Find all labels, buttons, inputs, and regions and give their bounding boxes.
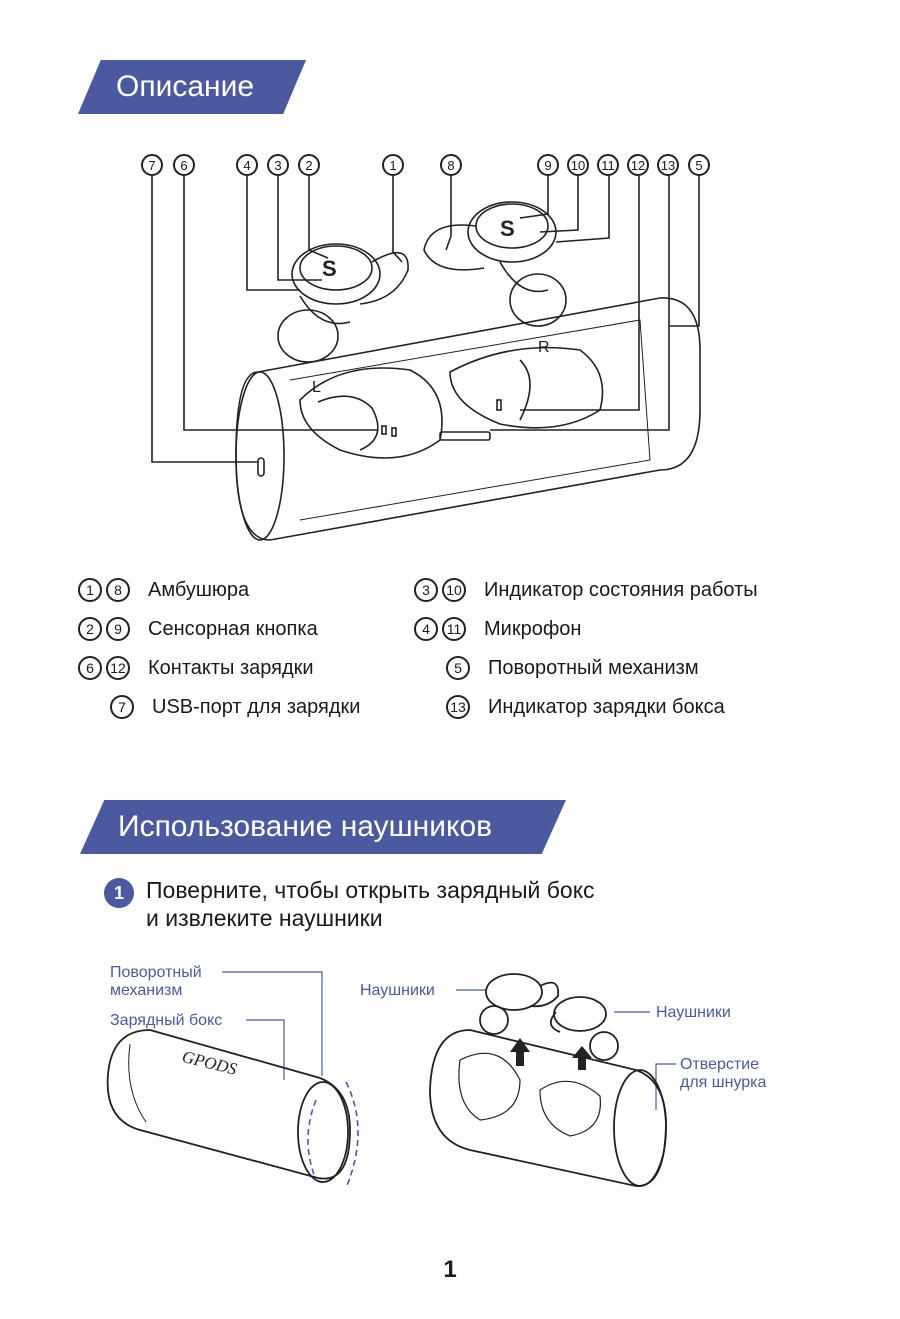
callout-rotation: Поворотный механизм	[110, 964, 202, 1000]
right-marker-label: R	[538, 339, 550, 356]
legend-item-status-indicator: 3 10 Индикатор состояния работы	[414, 578, 758, 602]
legend-item-case-charge-indicator: 13 Индикатор зарядки бокса	[446, 695, 725, 719]
legend-num: 1	[78, 578, 102, 602]
marker-6: 6	[173, 154, 195, 176]
page-number: 1	[443, 1256, 457, 1283]
legend-num: 13	[446, 695, 470, 719]
step-instruction: Поверните, чтобы открыть зарядный бокс и…	[146, 876, 595, 932]
callout-cord-line2: для шнурка	[680, 1074, 767, 1091]
legend-num: 12	[106, 656, 130, 680]
callout-charging-case: Зарядный бокс	[110, 1012, 223, 1029]
legend-num: 7	[110, 695, 134, 719]
earbud-logo-left: S	[322, 256, 337, 281]
usage-illustration: GPODS	[106, 971, 676, 1189]
legend-item-usb-port: 7 USB-порт для зарядки	[110, 695, 360, 719]
legend-item-microphone: 4 11 Микрофон	[414, 617, 581, 641]
step-1: 1 Поверните, чтобы открыть зарядный бокс…	[104, 876, 595, 932]
callout-rotation-line1: Поворотный	[110, 964, 202, 981]
legend-num: 10	[442, 578, 466, 602]
marker-10: 10	[567, 154, 589, 176]
left-marker-label: L	[312, 379, 321, 396]
legend-label: Индикатор зарядки бокса	[488, 695, 725, 718]
brand-logo: GPODS	[180, 1047, 239, 1079]
section-title-description: Описание	[78, 60, 306, 114]
section-title-usage: Использование наушников	[80, 800, 566, 854]
marker-2: 2	[298, 154, 320, 176]
legend-label: Поворотный механизм	[488, 656, 699, 679]
callout-earbuds-right: Наушники	[656, 1004, 731, 1021]
callout-earbuds-left: Наушники	[360, 982, 435, 999]
legend-label: Сенсорная кнопка	[148, 617, 318, 640]
legend-item-charge-contacts: 6 12 Контакты зарядки	[78, 656, 314, 680]
legend-num: 9	[106, 617, 130, 641]
legend-num: 4	[414, 617, 438, 641]
legend-label: Контакты зарядки	[148, 656, 314, 679]
legend-item-eartip: 1 8 Амбушюра	[78, 578, 249, 602]
legend-item-touch-button: 2 9 Сенсорная кнопка	[78, 617, 318, 641]
legend-num: 5	[446, 656, 470, 680]
legend-label: USB-порт для зарядки	[152, 695, 361, 718]
legend-num: 8	[106, 578, 130, 602]
legend-num: 6	[78, 656, 102, 680]
earbud-logo-right: S	[500, 216, 515, 241]
legend-label: Микрофон	[484, 617, 582, 640]
callout-cord-line1: Отверстие	[680, 1056, 760, 1073]
legend-num: 3	[414, 578, 438, 602]
marker-7: 7	[141, 154, 163, 176]
marker-8: 8	[440, 154, 462, 176]
marker-11: 11	[597, 154, 619, 176]
marker-13: 13	[657, 154, 679, 176]
marker-1: 1	[382, 154, 404, 176]
step-line-2: и извлеките наушники	[146, 905, 383, 931]
marker-12: 12	[627, 154, 649, 176]
marker-5: 5	[688, 154, 710, 176]
legend-label: Индикатор состояния работы	[484, 578, 758, 601]
marker-4: 4	[236, 154, 258, 176]
section-title-text: Описание	[116, 70, 255, 103]
legend-num: 11	[442, 617, 466, 641]
legend-item-rotation: 5 Поворотный механизм	[446, 656, 699, 680]
step-number: 1	[104, 878, 134, 908]
legend-label: Амбушюра	[148, 578, 250, 601]
marker-9: 9	[537, 154, 559, 176]
callout-rotation-line2: механизм	[110, 982, 183, 999]
legend-num: 2	[78, 617, 102, 641]
callout-cord-hole: Отверстие для шнурка	[680, 1056, 766, 1092]
section-title-text: Использование наушников	[118, 810, 493, 843]
step-line-1: Поверните, чтобы открыть зарядный бокс	[146, 877, 595, 903]
earbuds-case-diagram: S S L R	[151, 176, 701, 541]
marker-3: 3	[267, 154, 289, 176]
